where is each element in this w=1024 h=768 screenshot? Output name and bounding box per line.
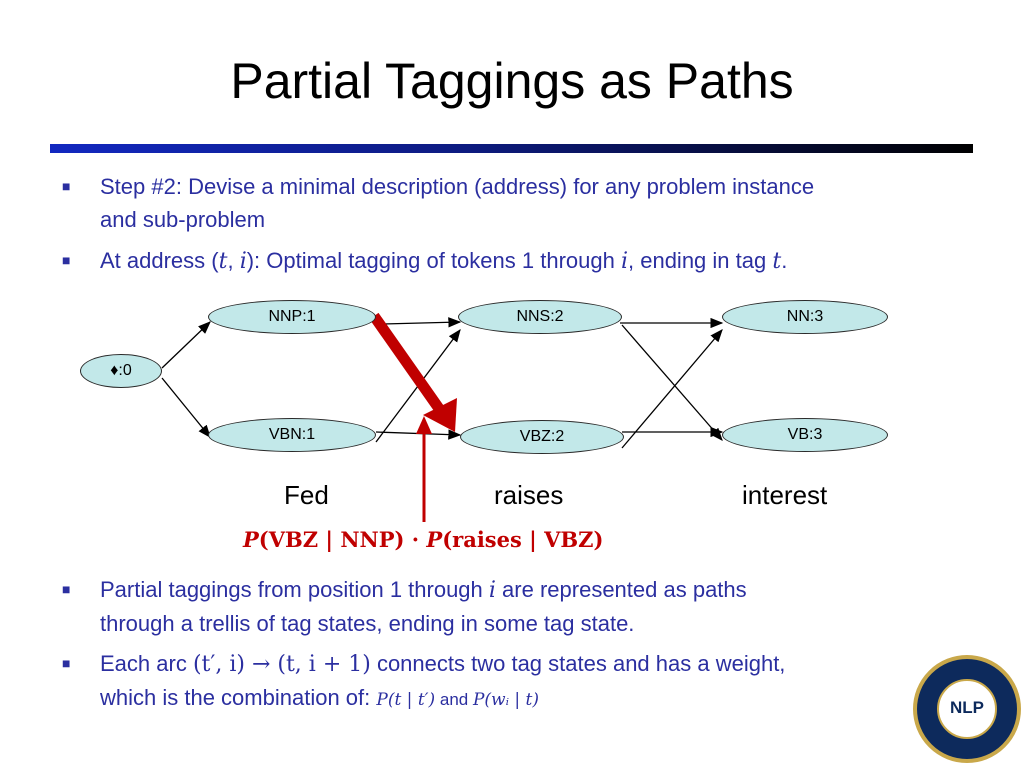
text-part: . xyxy=(781,248,788,273)
word-fed: Fed xyxy=(284,480,329,510)
bullet-marker: ■ xyxy=(62,581,71,597)
formula-p: P xyxy=(243,527,259,552)
bullet-marker: ■ xyxy=(62,655,71,671)
word-interest: interest xyxy=(742,480,828,510)
node-nns2: NNS:2 xyxy=(458,300,622,334)
edge-nnp1-nns2 xyxy=(382,317,462,328)
seal-mark: NLP xyxy=(950,698,984,717)
node-vbz2: VBZ:2 xyxy=(460,420,624,454)
bullet-line: Step #2: Devise a minimal description (a… xyxy=(100,174,815,199)
formula-part: (raises | VBZ) xyxy=(442,527,604,552)
node-nnp1: NNP:1 xyxy=(208,300,376,334)
math-arc: (t′, i) → (t, i + 1) xyxy=(192,652,371,677)
node-nn3: NN:3 xyxy=(722,300,888,334)
seal-center: NLP xyxy=(937,679,997,739)
text-part: Partial taggings from position 1 through xyxy=(100,577,489,602)
bullet-line: Partial taggings from position 1 through… xyxy=(100,573,960,607)
text-part: and xyxy=(435,690,473,709)
formula-pointer-head xyxy=(416,416,432,434)
text-part: , ending in tag xyxy=(628,248,773,273)
bullet-line: and sub-problem xyxy=(100,207,266,232)
node-start: ♦:0 xyxy=(80,354,162,388)
text-part: are represented as paths xyxy=(495,577,747,602)
bullet-line: which is the combination of: P(t | t′) a… xyxy=(100,681,900,717)
math-i: i xyxy=(488,578,496,603)
edge-vbz2-nn3 xyxy=(621,329,723,449)
edge-start-vbn1 xyxy=(161,377,211,439)
math-i: i xyxy=(620,249,628,274)
bullet-marker: ■ xyxy=(62,178,71,194)
bullet-marker: ■ xyxy=(62,252,71,268)
highlight-arrowhead xyxy=(423,398,457,432)
edge-start-nnp1 xyxy=(161,321,211,369)
slide-title: Partial Taggings as Paths xyxy=(230,53,794,109)
edge-nns2-vb3 xyxy=(621,324,723,441)
math-transition: P(t | t′) xyxy=(376,690,436,710)
formula-part: (VBZ | NNP) · xyxy=(258,527,427,552)
node-vb3: VB:3 xyxy=(722,418,888,452)
math-t: t xyxy=(218,249,228,274)
math-t: t xyxy=(772,249,782,274)
bullet-line: through a trellis of tag states, ending … xyxy=(100,611,635,636)
text-part: ): Optimal tagging of tokens 1 through xyxy=(246,248,621,273)
highlight-arc-nnp1-vbz2 xyxy=(369,312,445,414)
text-part: Each arc xyxy=(100,651,193,676)
text-part: connects two tag states and has a weight… xyxy=(370,651,786,676)
word-raises: raises xyxy=(494,480,564,510)
text-part: At address ( xyxy=(100,248,219,273)
text-part: which is the combination of: xyxy=(100,685,377,710)
nlp-lab-seal-logo: NLP xyxy=(913,655,1021,763)
title-rule xyxy=(50,144,973,153)
math-emission: P(wᵢ | t) xyxy=(472,690,539,710)
formula-p: P xyxy=(426,527,443,552)
math-i: i xyxy=(239,249,247,274)
node-vbn1: VBN:1 xyxy=(208,418,376,452)
transition-emission-formula: P(VBZ | NNP) · P(raises | VBZ) xyxy=(243,527,603,552)
text-part: , xyxy=(227,248,240,273)
bullet-line: Each arc (t′, i) → (t, i + 1) connects t… xyxy=(100,647,900,681)
